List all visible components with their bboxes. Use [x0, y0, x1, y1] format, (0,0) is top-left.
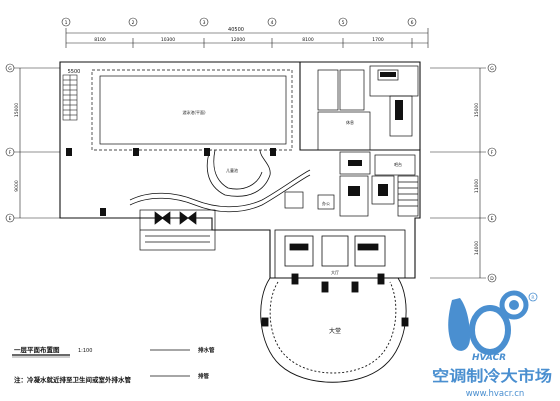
kids-pool [206, 149, 271, 197]
top-dim-3: 12000 [231, 37, 245, 43]
axis-top-3: 3 [203, 20, 206, 26]
left-dim-2: 9000 [14, 180, 20, 192]
watermark-brand: HVACR [472, 353, 506, 363]
watermark-url: www.hvacr.cn [466, 389, 525, 399]
axis-right-f: F [491, 150, 494, 156]
drawing-note: 注：冷凝水就近排至卫生间或室外排水管 [14, 375, 132, 384]
swimming-pool [91, 69, 293, 151]
small-dim-label: 5500 [68, 69, 81, 75]
watermark-registered: R [531, 295, 534, 301]
building-outline [59, 61, 421, 279]
hvacr-logo [448, 290, 538, 355]
top-dim-5: 1700 [372, 37, 384, 43]
top-axis-markers [61, 17, 417, 27]
axis-right-d: D [490, 276, 494, 282]
right-dim-1: 15000 [474, 103, 480, 117]
left-dim-1: 15000 [14, 103, 20, 117]
axis-top-2: 2 [132, 20, 135, 26]
service-rooms [284, 65, 419, 217]
top-dimension-line [65, 28, 429, 48]
stair-left [62, 74, 78, 121]
pool-label: 游泳池(平面) [182, 109, 206, 115]
axis-right-e: E [491, 216, 494, 222]
axis-left-g: G [8, 66, 12, 72]
great-hall-label: 大堂 [329, 327, 341, 335]
legend-label-pipe: 排管 [198, 372, 210, 380]
curved-walkway [129, 169, 311, 213]
axis-top-1: 1 [65, 20, 68, 26]
great-hall-circle [260, 273, 409, 383]
legend-label-drain: 排水管 [198, 346, 215, 354]
lobby-lower-label: 大厅 [331, 269, 339, 275]
legend: 排水管 排管 [150, 346, 215, 380]
right-dim-3: 14000 [474, 241, 480, 255]
axis-top-4: 4 [271, 20, 274, 26]
drawing-title: 一层平面布置图 [14, 345, 60, 354]
axis-top-5: 5 [342, 20, 345, 26]
left-dimension-line [5, 63, 60, 223]
top-dim-2: 10300 [161, 37, 175, 43]
entrance-canopy [139, 209, 216, 251]
right-dimension-line [430, 63, 497, 283]
drawing-scale: 1:100 [78, 348, 92, 354]
axis-top-6: 6 [411, 20, 414, 26]
rest-label: 休息 [346, 119, 354, 125]
axis-right-g: G [490, 66, 494, 72]
right-dim-2: 11000 [474, 179, 480, 193]
bar-label: 吧台 [394, 161, 402, 167]
structural-columns [66, 148, 276, 216]
watermark-cn-name: 空调制冷大市场 [432, 367, 552, 385]
axis-left-e: E [9, 216, 12, 222]
top-dim-1: 8100 [94, 37, 106, 43]
kids-pool-label: 儿童池 [226, 167, 238, 173]
overall-dim-label: 40500 [228, 27, 244, 33]
service-room-fills [348, 72, 403, 196]
axis-left-f: F [9, 150, 12, 156]
top-dim-4: 8100 [302, 37, 314, 43]
lower-hall [274, 229, 406, 279]
office-label: 办公 [322, 200, 330, 206]
